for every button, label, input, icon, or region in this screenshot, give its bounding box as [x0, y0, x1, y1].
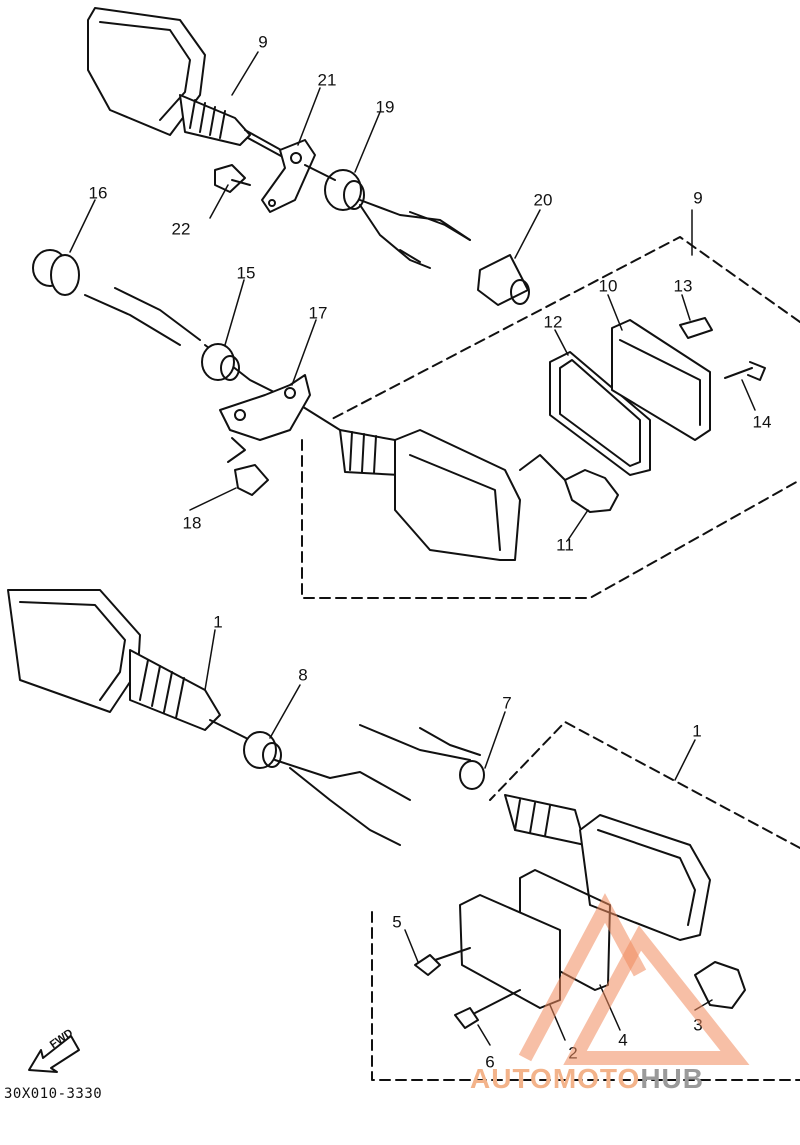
bulb-11 — [564, 469, 619, 513]
screw-14 — [724, 361, 766, 381]
bolt-18 — [234, 464, 269, 496]
turn-signal-middle — [339, 429, 521, 561]
callout-15: 15 — [236, 263, 256, 283]
callout-14: 14 — [752, 412, 772, 432]
callout-9-kit: 9 — [693, 188, 703, 208]
lens-10 — [611, 319, 711, 441]
callout-10: 10 — [598, 276, 618, 296]
callout-4: 4 — [618, 1030, 628, 1050]
callout-18: 18 — [182, 513, 202, 533]
kit-box-lower — [371, 721, 800, 1081]
callout-16: 16 — [88, 183, 108, 203]
diagram-code: 30X010-3330 — [4, 1086, 103, 1102]
turn-signal-top — [87, 7, 293, 163]
screw-5 — [414, 947, 471, 976]
fwd-arrow-icon — [28, 1035, 80, 1073]
callout-17: 17 — [308, 303, 328, 323]
callout-21: 21 — [317, 70, 337, 90]
gasket-12 — [549, 351, 651, 476]
grommet-16 — [32, 249, 80, 296]
turn-signal-bottom-left — [7, 589, 251, 741]
callout-12: 12 — [543, 312, 563, 332]
grommet-19 — [324, 169, 365, 211]
watermark-text: AUTOMOTOHUB — [470, 1063, 704, 1094]
callout-22: 22 — [171, 219, 191, 239]
callout-1: 1 — [213, 612, 223, 632]
grommet-15 — [201, 343, 240, 381]
screw-6 — [454, 989, 521, 1029]
callout-7: 7 — [502, 693, 512, 713]
callout-1-kit: 1 — [692, 721, 702, 741]
screw-13 — [679, 317, 713, 339]
grommet-8 — [243, 731, 282, 769]
bracket-17 — [219, 374, 311, 441]
watermark-logo-icon — [518, 893, 750, 1065]
cap-20 — [477, 254, 530, 306]
bulb-3 — [694, 961, 746, 1009]
callout-20: 20 — [533, 190, 553, 210]
callout-3: 3 — [693, 1015, 703, 1035]
callout-19: 19 — [375, 97, 395, 117]
callout-5: 5 — [392, 912, 402, 932]
callout-6: 6 — [485, 1052, 495, 1072]
kit-box-upper — [301, 236, 800, 599]
callout-11: 11 — [556, 535, 574, 555]
grommet-7 — [459, 760, 485, 790]
bolt-22 — [214, 164, 251, 193]
callout-8: 8 — [298, 665, 308, 685]
callout-9: 9 — [258, 32, 268, 52]
callout-13: 13 — [673, 276, 693, 296]
